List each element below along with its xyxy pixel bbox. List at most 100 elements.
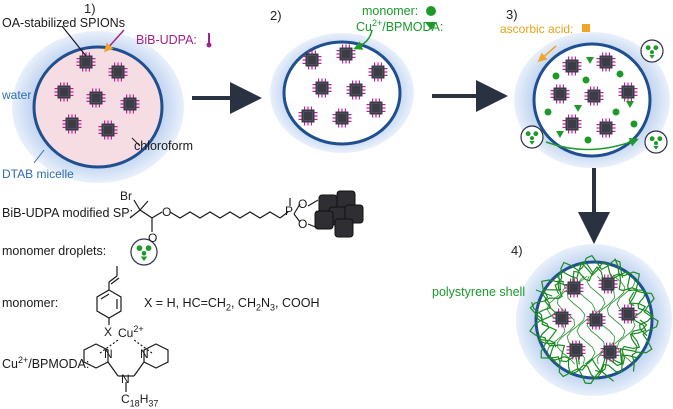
bib-udpa-structure [129,198,319,232]
atom-h-count: 37 [148,398,159,409]
x-sub-1: 2 [225,302,231,313]
nanoparticle [312,78,332,98]
nanoparticle [562,56,582,76]
atom-h: H [139,392,149,406]
nanoparticle-group [550,52,638,138]
nanoparticle [368,62,388,82]
nanoparticle [298,106,318,126]
nanoparticle [346,80,366,100]
monomer-dot [616,70,624,78]
step-3-label: 3) [506,7,518,22]
polymer-chain [529,254,624,321]
shell-label: polystyrene shell [432,285,526,299]
cluster-block [334,218,354,238]
micelle-step3 [514,32,670,168]
polymer-chain [576,262,654,337]
spions-label: OA-stabilized SPIONs [2,16,125,30]
monomer-label: monomer: [362,4,419,18]
ascorbic-symbol [582,24,590,32]
atom-c: C [121,392,130,406]
step-2-label: 2) [270,8,282,23]
nanoparticle-group [298,44,388,128]
nanoparticle [550,84,570,104]
legend-catalyst: Cu2+/BPMODA: [2,354,90,371]
nanoparticle [302,50,322,70]
catalyst-dot [586,57,594,64]
monomer-droplet [644,130,668,154]
droplet-flow-arrow [545,137,639,151]
monomer-dot [630,120,638,128]
catalyst-dot [626,101,634,108]
polymer-chain [614,258,659,372]
x-variants-text: X = H, HC=CH [144,296,226,310]
chloroform-label: chloroform [134,139,194,153]
micelle-step4 [516,244,672,396]
x-sub-3: 3 [270,302,276,313]
spions-pointer [61,25,87,57]
nanoparticle [584,86,604,106]
monomer-droplet-legend [130,238,158,266]
atom-c-count: 18 [129,398,140,409]
atom-n-right: N [140,347,149,361]
legend-cu-suffix: /BPMODA: [28,357,90,371]
monomer-dot [552,72,560,80]
micelle-label: DTAB micelle [2,167,74,181]
micelle-step1 [12,31,184,183]
atom-o-p1: O [298,197,308,211]
nanoparticle [332,108,352,128]
monomer-symbols [544,57,638,144]
bib-glyph [206,33,212,48]
chloroform-pointer [131,137,141,147]
catalyst-dot [574,105,582,112]
x-sub-2: 2 [255,302,261,313]
atom-x: X [104,325,113,339]
atom-o-p2: O [298,217,308,231]
ascorbic-arrow [537,45,557,62]
nanoparticle [564,278,584,298]
nanoparticle-group [54,52,140,140]
nanoparticle [566,340,586,360]
nanoparticle [76,52,96,72]
atom-p: P [285,204,294,218]
legend-monomer: monomer: [2,296,59,310]
step-4-label: 4) [511,243,523,258]
nanoparticle [562,114,582,134]
nanoparticle [600,342,620,362]
nanoparticle [336,44,356,64]
x-rest-2: N [261,296,271,310]
nanoparticle [98,120,118,140]
atom-n-amine: N [121,372,130,386]
monomer-dot [582,76,590,84]
bib-udpa-label: BiB-UDPA: [136,33,197,47]
polymer-chain [529,302,615,385]
nanoparticle [586,310,606,330]
legend-modified-sp: BiB-UDPA modified SP: [2,206,134,220]
catalyst-symbol [425,22,437,30]
atom-o-ester: O [162,205,172,219]
nanoparticle [366,98,386,118]
monomer-droplet [640,39,664,63]
nanoparticle [86,88,106,108]
alkyl-chain: C18H37 [121,392,159,409]
monomer-structure [96,266,122,325]
atom-br: Br [120,189,132,203]
micelle-pointer [33,149,45,164]
nanoparticle [598,274,618,294]
legend-x-variants: X = H, HC=CH2, CH2N3, COOH [144,296,320,313]
chloroform-core [32,45,164,169]
nanoparticle [552,308,572,328]
cu-prefix: Cu [356,20,372,34]
step-1-label: 1) [84,1,96,16]
atom-cu-charge: 2+ [133,324,144,334]
monomer-dot [612,108,620,116]
nanoparticle-cluster [314,190,364,238]
monomer-dot [544,108,552,116]
nanoparticle [618,304,638,324]
x-rest-1: , CH [230,296,256,310]
cluster-block [314,210,334,230]
legend-cu-charge: 2+ [17,354,29,365]
catalyst-dot [556,131,564,138]
water-label: water [2,88,32,102]
polymer-chain [541,280,580,365]
